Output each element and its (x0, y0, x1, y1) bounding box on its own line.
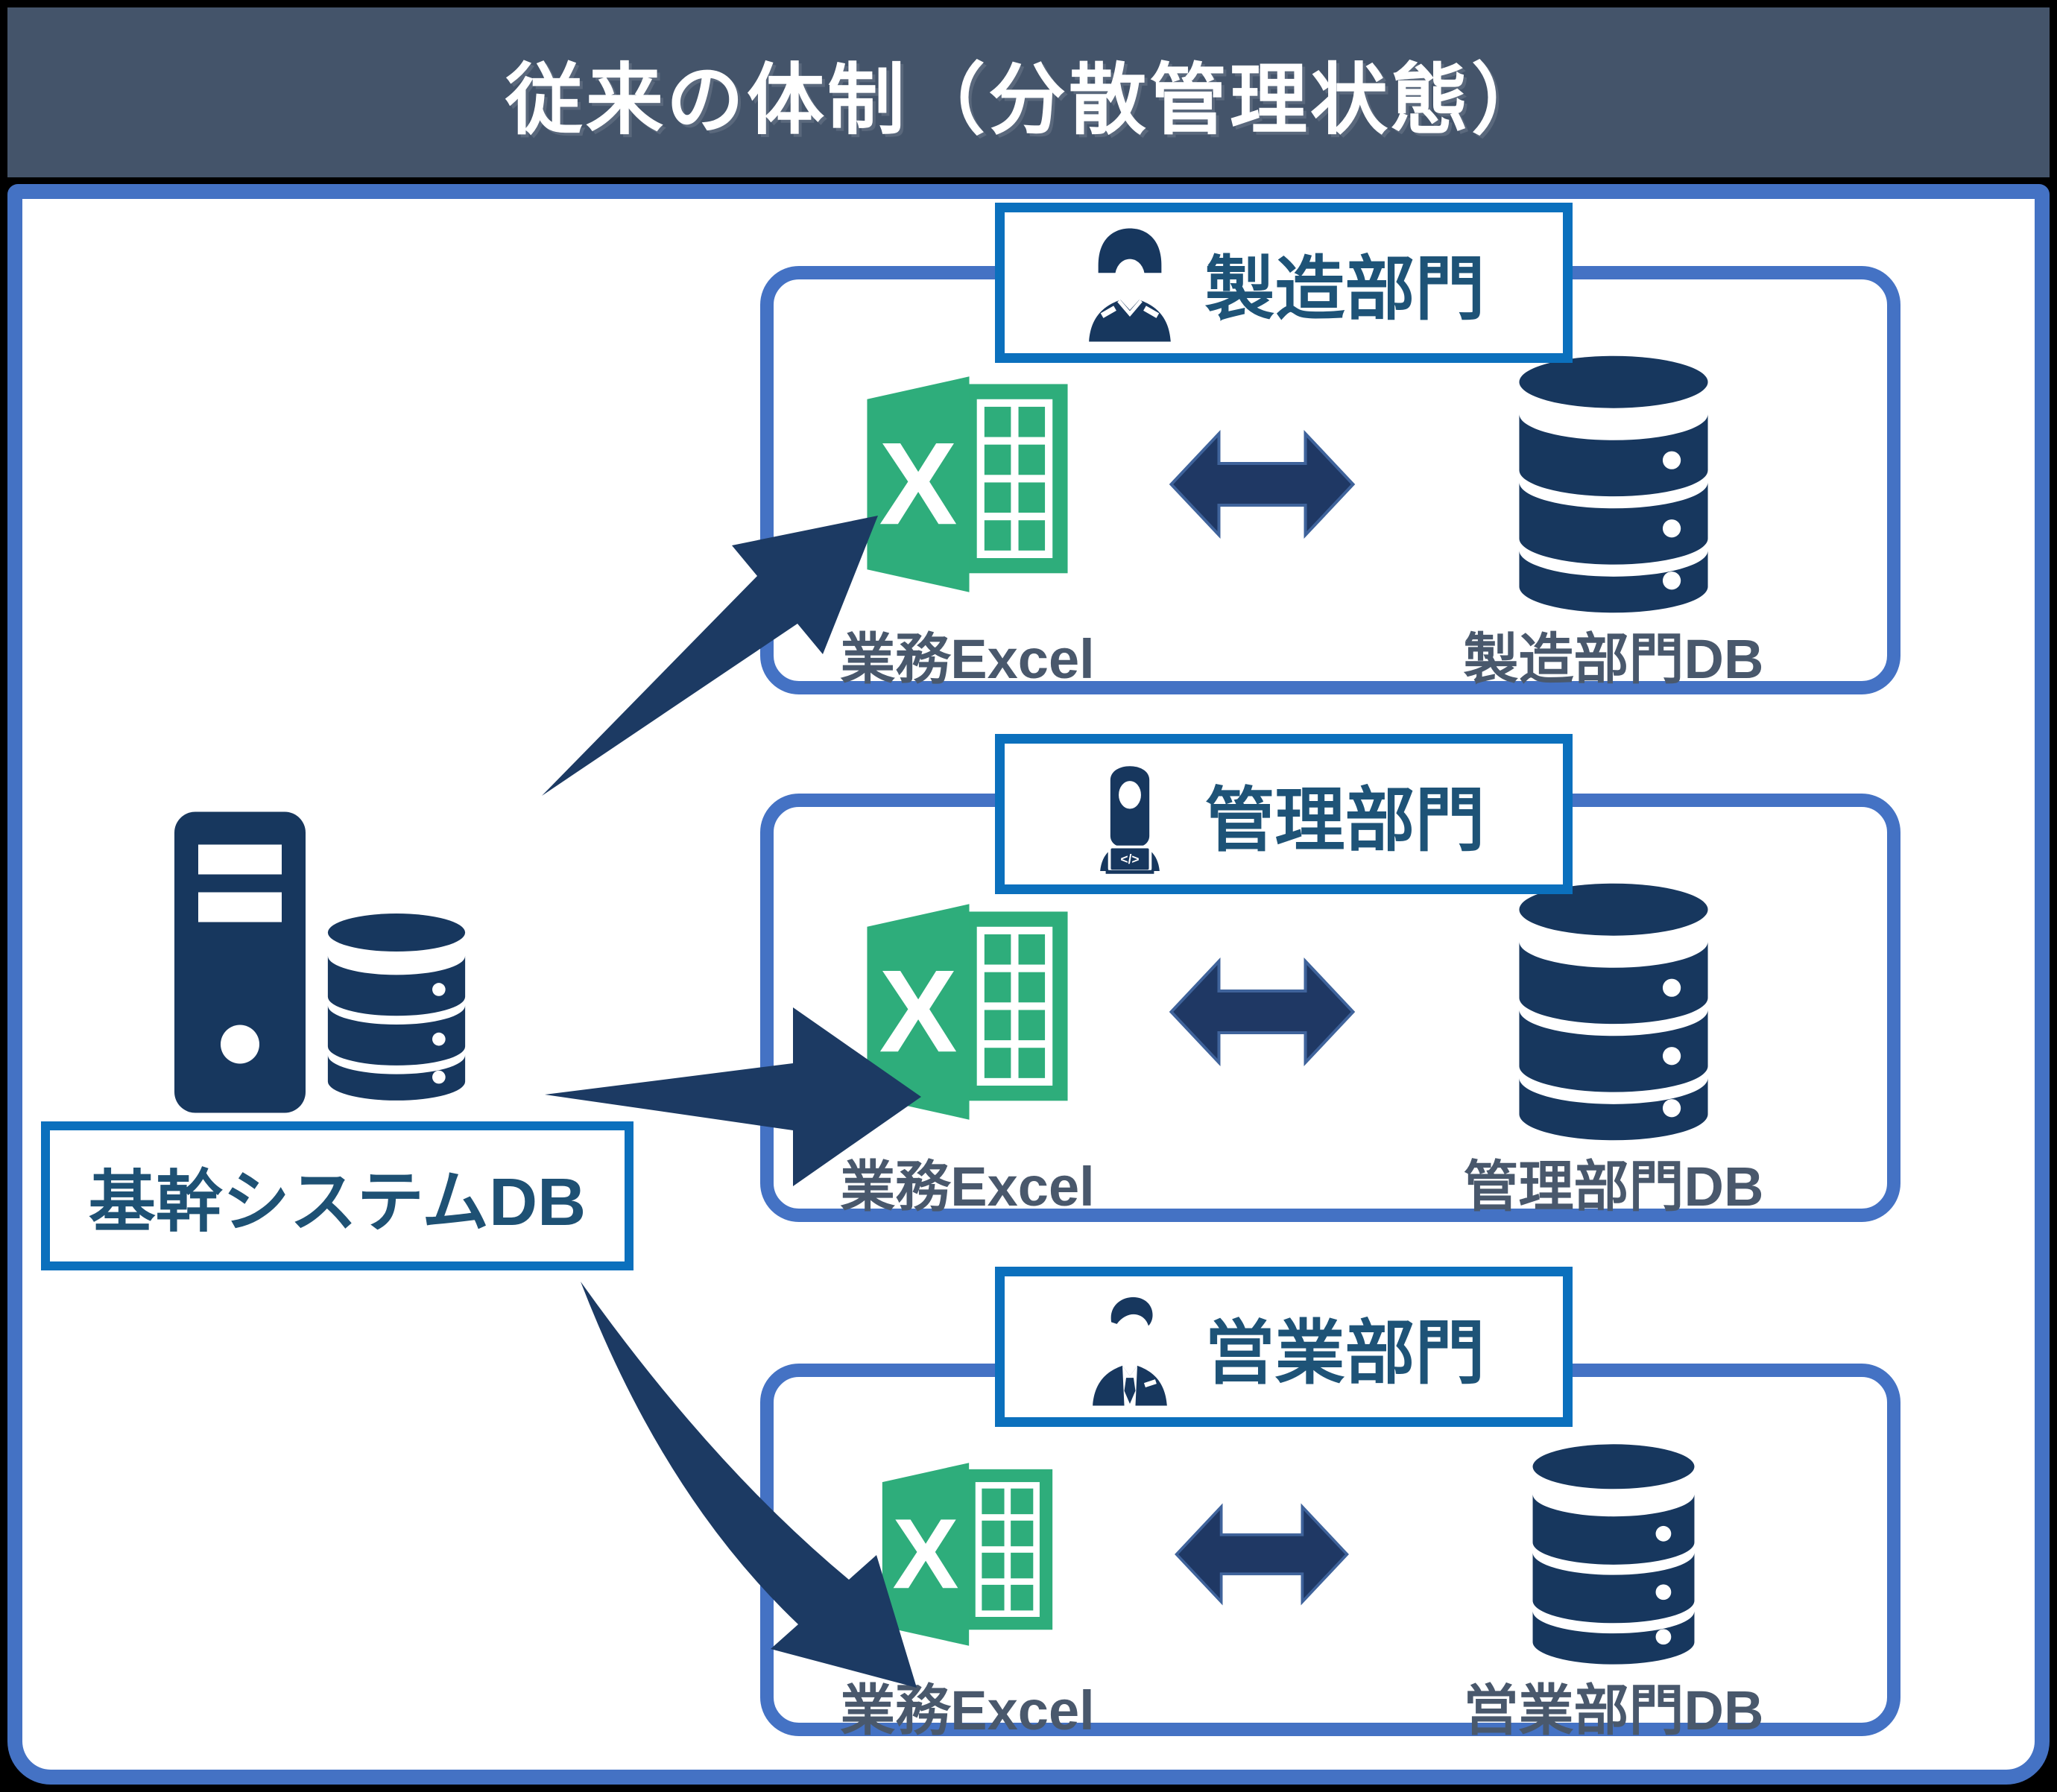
double-arrow-icon (1169, 429, 1355, 539)
db-label: 製造部門DB (1463, 628, 1764, 690)
db-icon-cell (1362, 881, 1865, 1142)
database-icon (1532, 1444, 1695, 1665)
excel-icon-cell: X (774, 1443, 1161, 1666)
code-glyph: </> (1121, 852, 1140, 867)
database-icon (327, 914, 466, 1101)
dept-name: 営業部門 (1204, 1313, 1485, 1392)
excel-x-letter: X (892, 1498, 958, 1609)
excel-label: 業務Excel (840, 1156, 1095, 1218)
db-icon-cell (1362, 354, 1865, 615)
excel-icon: X (867, 904, 1068, 1120)
factory-worker-icon (1089, 227, 1172, 342)
excel-icon: X (882, 1463, 1053, 1646)
excel-icon-cell: X (774, 354, 1161, 615)
excel-x-letter: X (879, 419, 958, 549)
sync-arrow-cell (1161, 881, 1362, 1142)
excel-label: 業務Excel (840, 1679, 1095, 1741)
database-icon (1519, 355, 1708, 613)
server-tower-icon (174, 811, 306, 1113)
dept-header-administration: </> 管理部門 (995, 734, 1573, 894)
double-arrow-icon (1169, 957, 1355, 1067)
title-bar: 従来の体制（分散管理状態） (7, 7, 2050, 177)
dept-header-manufacturing: 製造部門 (995, 203, 1573, 363)
core-system-label: 基幹システムDB (88, 1165, 587, 1240)
core-system-icon-group (165, 805, 478, 1121)
dept-name: 管理部門 (1204, 780, 1485, 859)
businessman-icon (1093, 1296, 1168, 1406)
dept-header-sales: 営業部門 (995, 1267, 1573, 1427)
developer-woman-icon: </> (1100, 765, 1160, 874)
sync-arrow-cell (1161, 354, 1362, 615)
db-icon-cell (1362, 1443, 1865, 1666)
dept-name: 製造部門 (1204, 249, 1485, 328)
excel-x-letter: X (879, 946, 958, 1077)
excel-icon: X (867, 376, 1068, 592)
sync-arrow-cell (1161, 1443, 1362, 1666)
excel-icon-cell: X (774, 881, 1161, 1142)
excel-label: 業務Excel (840, 628, 1095, 690)
db-label: 営業部門DB (1463, 1679, 1764, 1741)
db-label: 管理部門DB (1463, 1156, 1764, 1218)
core-system-label-box: 基幹システムDB (41, 1121, 633, 1270)
database-icon (1519, 883, 1708, 1141)
page-title: 従来の体制（分散管理状態） (505, 57, 1552, 144)
double-arrow-icon (1175, 1503, 1349, 1606)
